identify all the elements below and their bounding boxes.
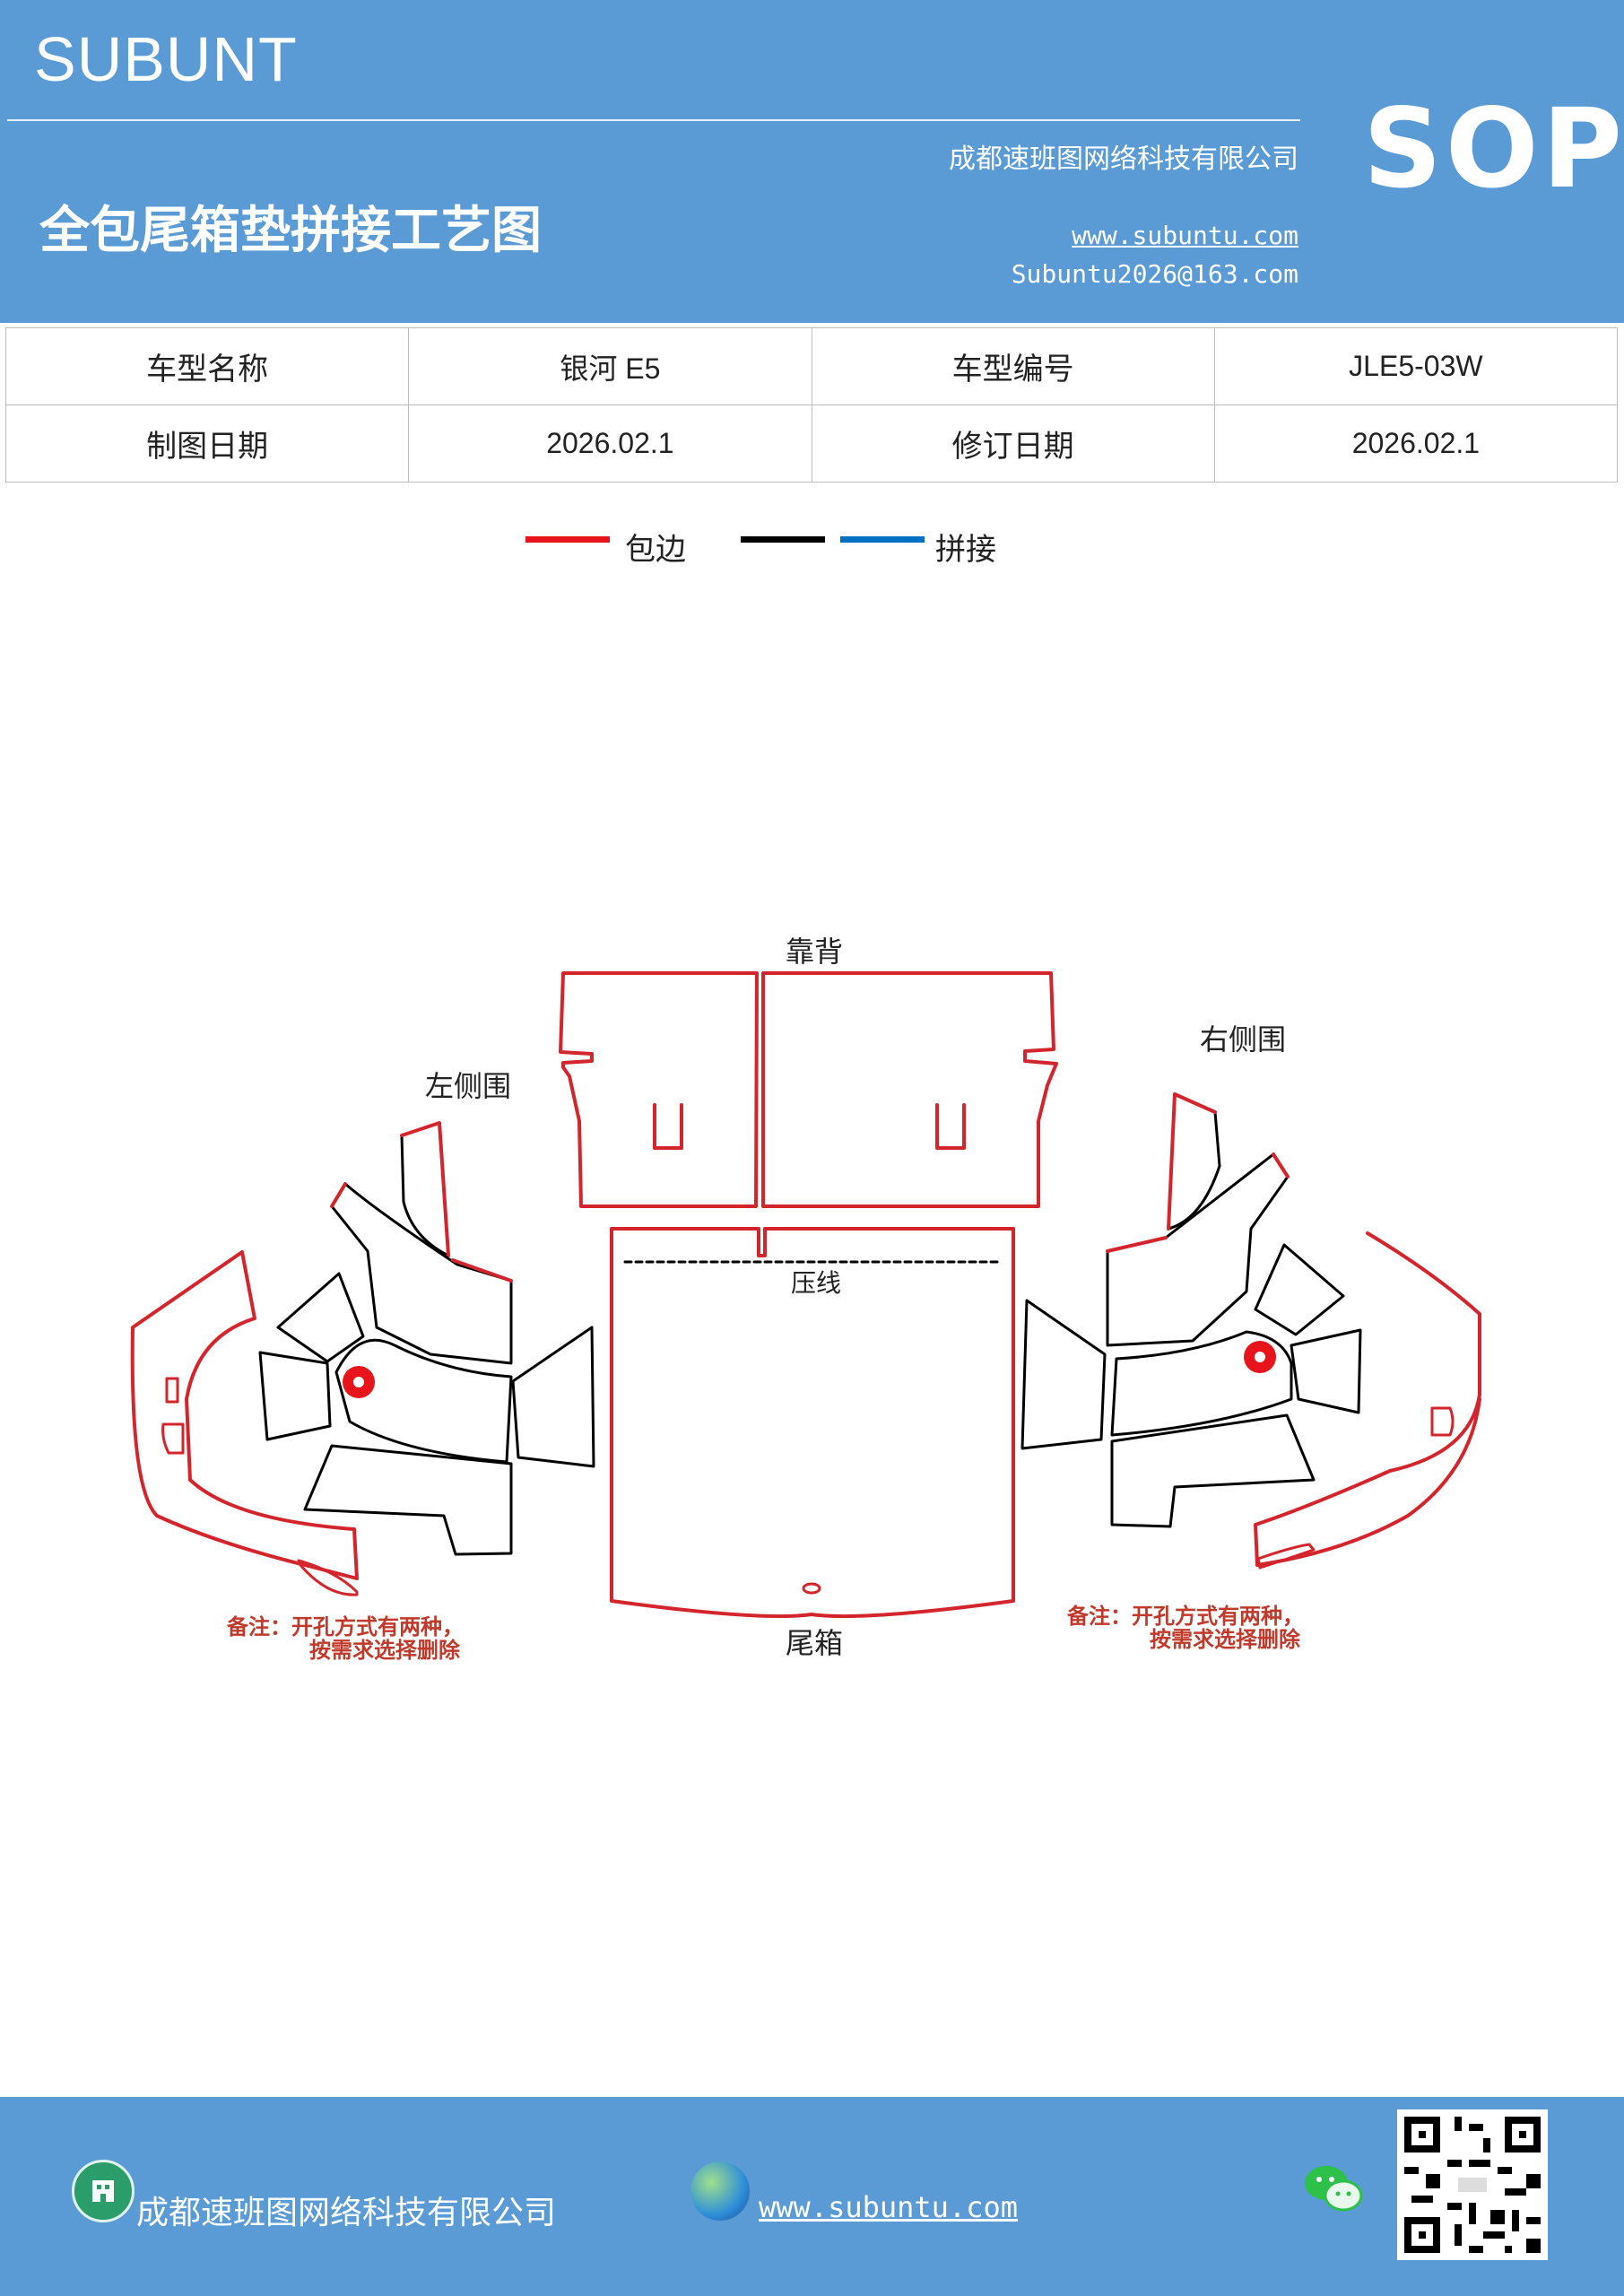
left-upper-red-edge — [400, 1121, 450, 1257]
qr-code-icon — [1397, 2109, 1548, 2260]
mat-splicing-diagram: 靠背 左侧围 右侧围 压线 尾箱 备注：开孔方式有两种， 按需求选择删除 备注：… — [130, 935, 1481, 1663]
left-bottom-flap — [297, 1559, 359, 1596]
left-bottom-panel — [303, 1444, 513, 1556]
footer-company-name: 成都速班图网络科技有限公司 — [136, 2195, 557, 2231]
label-crease: 压线 — [791, 1268, 841, 1298]
right-upper-red-edge — [1167, 1092, 1217, 1231]
sop-badge: SOP — [1363, 85, 1624, 213]
label-backrest: 靠背 — [786, 935, 843, 969]
revise-date-value: 2026.02.1 — [1213, 404, 1619, 483]
right-upper-strip — [1167, 1092, 1221, 1231]
right-mid-curve-panel — [1106, 1152, 1290, 1347]
revise-date-label: 修订日期 — [811, 404, 1215, 483]
backrest-right-panel — [761, 971, 1058, 1208]
header-website-link[interactable]: www.subuntu.com — [1072, 221, 1298, 250]
trunk-floor-hole — [802, 1582, 821, 1595]
backrest-left-panel — [559, 971, 759, 1208]
note-right-line-1: 备注：开孔方式有两种， — [1066, 1604, 1304, 1629]
right-small-tri-panel — [1254, 1243, 1345, 1336]
label-trunk: 尾箱 — [786, 1626, 843, 1660]
model-code-value: JLE5-03W — [1213, 327, 1619, 405]
legend: 包边 拼接 — [0, 525, 1624, 578]
table-row: 车型名称 银河 E5 车型编号 JLE5-03W — [4, 327, 1619, 405]
document-title: 全包尾箱垫拼接工艺图 — [39, 201, 542, 260]
left-trim-panel — [511, 1326, 595, 1468]
left-outer-panel — [130, 1250, 359, 1580]
left-outer-slot — [165, 1377, 179, 1404]
left-small-tri-panel — [276, 1272, 365, 1363]
model-code-label: 车型编号 — [811, 327, 1215, 405]
model-name-label: 车型名称 — [4, 327, 410, 405]
legend-splice-swatch-blue — [840, 536, 925, 543]
note-left-line-2: 按需求选择删除 — [309, 1638, 461, 1663]
backrest-left-slot — [653, 1103, 683, 1150]
legend-splice-swatch-black — [741, 536, 825, 543]
right-trim-panel — [1020, 1299, 1107, 1450]
wechat-icon[interactable] — [1302, 2161, 1365, 2217]
right-mid-red-edge — [1106, 1152, 1290, 1253]
right-outer-panel — [1254, 1231, 1481, 1567]
draw-date-label: 制图日期 — [4, 404, 410, 483]
legend-edging-swatch — [525, 536, 610, 543]
footer-banner: 成都速班图网络科技有限公司 www.subuntu.com — [0, 2097, 1624, 2296]
left-center-curved-panel — [334, 1338, 513, 1464]
backrest-right-slot — [935, 1103, 966, 1150]
draw-date-value: 2026.02.1 — [408, 404, 812, 483]
right-bottom-panel — [1110, 1413, 1316, 1528]
right-bottom-flap — [1256, 1543, 1316, 1570]
brand-logo-text: SUBUNT — [34, 24, 298, 94]
note-right-line-2: 按需求选择删除 — [1150, 1627, 1301, 1652]
trunk-floor-panel — [610, 1227, 1015, 1619]
note-left-line-1: 备注：开孔方式有两种， — [226, 1614, 464, 1639]
building-icon — [72, 2160, 135, 2222]
legend-edging-label: 包边 — [625, 532, 686, 568]
label-left-side: 左侧围 — [425, 1069, 511, 1103]
header-company-name: 成都速班图网络科技有限公司 — [949, 144, 1298, 175]
header-banner: SUBUNT 成都速班图网络科技有限公司 全包尾箱垫拼接工艺图 www.subu… — [0, 0, 1624, 323]
right-outer-cutout — [1430, 1406, 1455, 1437]
left-wheel-panel — [258, 1351, 332, 1441]
footer-website-link[interactable]: www.subuntu.com — [759, 2190, 1018, 2224]
left-mid-red-edge — [330, 1182, 513, 1283]
right-wheel-panel — [1290, 1328, 1362, 1414]
vehicle-info-table: 车型名称 银河 E5 车型编号 JLE5-03W 制图日期 2026.02.1 … — [4, 327, 1619, 483]
left-outer-cutout — [161, 1422, 185, 1455]
model-name-value: 银河 E5 — [408, 327, 812, 405]
header-email[interactable]: Subuntu2026@163.com — [1011, 259, 1298, 289]
label-right-side: 右侧围 — [1200, 1022, 1286, 1057]
legend-splice-label: 拼接 — [935, 532, 996, 568]
globe-icon — [690, 2161, 750, 2221]
header-divider — [7, 119, 1300, 121]
left-mid-curve-panel — [330, 1182, 513, 1365]
right-center-curved-panel — [1110, 1330, 1293, 1437]
table-row: 制图日期 2026.02.1 修订日期 2026.02.1 — [4, 404, 1619, 483]
